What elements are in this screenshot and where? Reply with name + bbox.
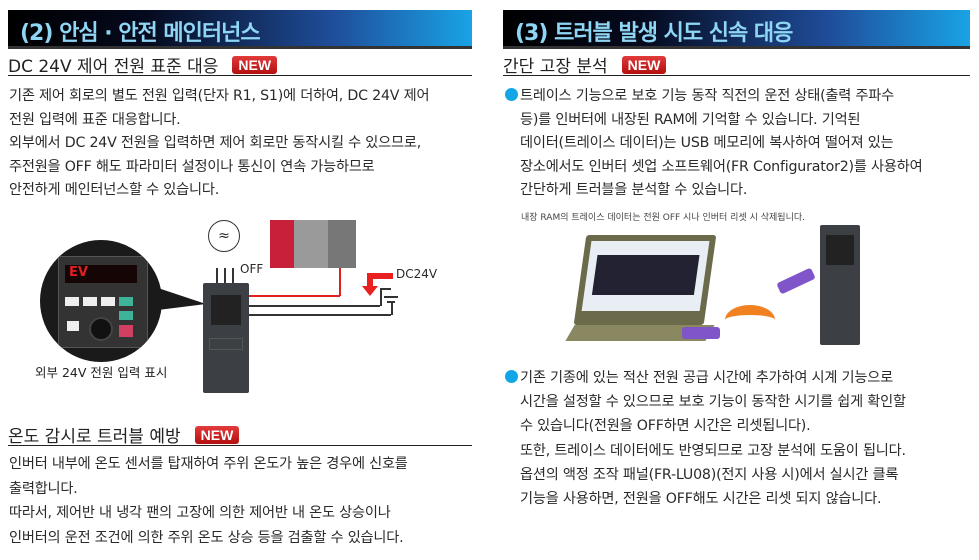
text-line: 수 있습니다(전원을 OFF하면 시간은 리셋됩니다).	[520, 418, 811, 435]
text-line: 트레이스 기능으로 보호 기능 동작 직전의 운전 상태(출력 주파수	[520, 88, 894, 104]
text-line: 인버터 내부에 온도 센서를 탑재하여 주위 온도가 높은 경우에 신호를	[9, 456, 408, 472]
text-line: 옵션의 액정 조작 패널(FR-LU08)(전지 사용 시)에서 실시간 클록	[520, 466, 899, 483]
bullet-clock: 기존 기종에 있는 적산 전원 공급 시간에 추가하여 시계 기능으로 시간을 …	[505, 366, 906, 511]
figure-caption: 외부 24V 전원 입력 표시	[35, 365, 168, 380]
subheading-title: 간단 고장 분석	[503, 57, 608, 77]
subheading-fault-analysis: 간단 고장 분석 NEW	[503, 50, 970, 77]
text-line: 출력합니다.	[9, 480, 78, 497]
paragraph-temperature: 인버터 내부에 온도 센서를 탑재하여 주위 온도가 높은 경우에 신호를 출력…	[9, 452, 408, 550]
paragraph-dc24v: 기존 제어 회로의 별도 전원 입력(단자 R1, S1)에 더하여, DC 2…	[9, 85, 430, 203]
header-title: (3) 트러블 발생 시도 신속 대응	[515, 21, 793, 46]
inverter-unit	[820, 225, 860, 345]
battery-icon	[384, 296, 398, 298]
subheading-temperature: 온도 감시로 트러블 예방 NEW	[8, 420, 472, 447]
inverter-unit	[203, 283, 249, 393]
bullet-trace: 트레이스 기능으로 보호 기능 동작 직전의 운전 상태(출력 주파수 등)를 …	[505, 85, 923, 203]
subheading-title: DC 24V 제어 전원 표준 대응	[8, 57, 219, 77]
bullet-icon	[505, 370, 518, 383]
text-line: 시간을 설정할 수 있으므로 보호 기능이 동작한 시기를 쉽게 확인할	[520, 394, 906, 411]
bullet-icon	[505, 88, 518, 101]
subheading-title: 온도 감시로 트러블 예방	[8, 427, 181, 447]
text-line: 또한, 트레이스 데이터에도 반영되므로 고장 분석에 도움이 됩니다.	[520, 442, 906, 459]
section-header-troubleshooting: (3) 트러블 발생 시도 신속 대응	[503, 10, 970, 49]
text-line: 데이터(트레이스 데이터)는 USB 메모리에 복사하여 떨어져 있는	[520, 135, 894, 151]
usb-memory-icon	[776, 267, 816, 295]
plc-unit	[270, 220, 356, 268]
power-arrow-icon	[362, 270, 393, 298]
text-line: 전원 입력에 표준 대응합니다.	[9, 111, 181, 128]
new-badge: NEW	[194, 426, 240, 444]
usb-memory-icon	[682, 327, 720, 339]
off-label: OFF	[240, 262, 264, 276]
footnote: 내장 RAM의 트레이스 데이터는 전원 OFF 시나 인버터 리셋 시 삭제됩…	[521, 213, 805, 223]
text-line: 주전원을 OFF 해도 파라미터 설정이나 통신이 연속 가능하므로	[9, 158, 375, 175]
text-line: 장소에서도 인버터 셋업 소프트웨어(FR Configurator2)를 사용…	[520, 158, 923, 175]
text-line: 기존 기종에 있는 적산 전원 공급 시간에 추가하여 시계 기능으로	[520, 370, 893, 386]
new-badge: NEW	[621, 56, 667, 74]
laptop-icon	[573, 235, 717, 325]
text-line: 기존 제어 회로의 별도 전원 입력(단자 R1, S1)에 더하여, DC 2…	[9, 88, 430, 104]
led-display: EV	[65, 265, 137, 283]
text-line: 인버터의 운전 조건에 의한 주위 온도 상승 등을 검출할 수 있습니다.	[9, 529, 404, 546]
trace-analysis-illustration	[565, 225, 870, 355]
operation-panel-closeup: EV	[40, 240, 162, 362]
subheading-dc24v: DC 24V 제어 전원 표준 대응 NEW	[8, 50, 472, 77]
transfer-arrow-icon	[725, 305, 775, 335]
text-line: 간단하게 트러블을 분석할 수 있습니다.	[520, 182, 748, 198]
header-title: (2) 안심 · 안전 메인터넌스	[20, 21, 261, 46]
callout-pointer	[158, 288, 206, 310]
text-line: 등)를 인버터에 내장된 RAM에 기억할 수 있습니다. 기억된	[520, 111, 861, 128]
text-line: 따라서, 제어반 내 냉각 팬의 고장에 의한 제어반 내 온도 상승이나	[9, 505, 391, 521]
text-line: 안전하게 메인터넌스할 수 있습니다.	[9, 182, 220, 198]
text-line: 외부에서 DC 24V 전원을 입력하면 제어 회로만 동작시킬 수 있으므로,	[9, 135, 422, 151]
new-badge: NEW	[232, 56, 278, 74]
dc24v-label: DC24V	[396, 267, 438, 281]
dc24v-diagram: EV 외부 24V 전원 입력 표시 ≈ OFF DC24V	[0, 210, 460, 410]
text-line: 기능을 사용하면, 전원을 OFF해도 시간은 리셋 되지 않습니다.	[520, 491, 882, 508]
section-header-maintenance: (2) 안심 · 안전 메인터넌스	[8, 10, 472, 49]
ac-power-icon: ≈	[208, 220, 240, 252]
